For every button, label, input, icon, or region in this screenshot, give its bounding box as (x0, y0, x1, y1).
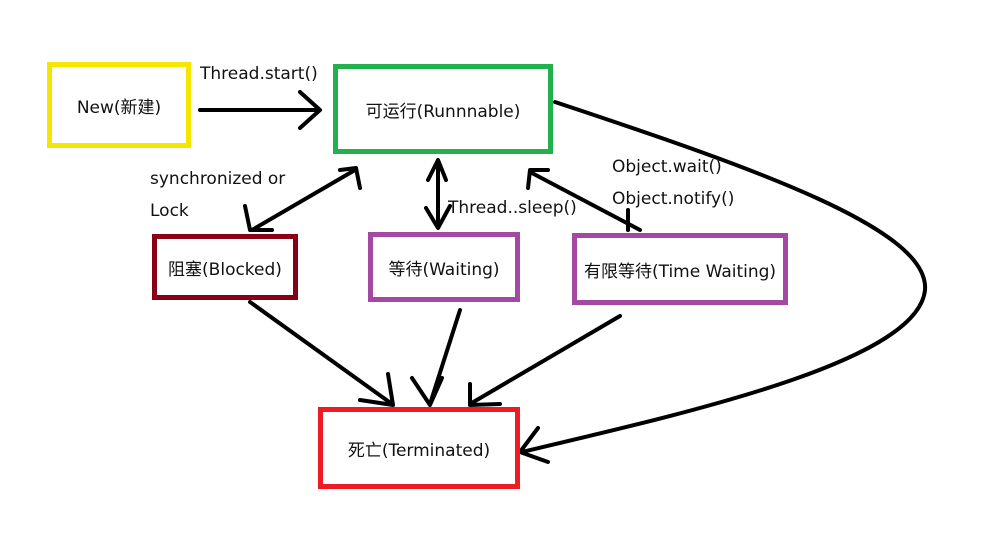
node-runnable-label: 可运行(Runnnable) (365, 101, 521, 122)
edge-label-object-notify: Object.notify() (612, 189, 735, 209)
arrow-runnable-to-terminated (518, 100, 928, 464)
node-runnable: 可运行(Runnnable) (333, 64, 553, 154)
edge-label-lock: Lock (150, 201, 189, 221)
arrow-runnable-waiting (424, 158, 452, 230)
node-timed-waiting: 有限等待(Time Waiting) (572, 233, 788, 305)
arrow-timed-waiting-to-terminated (468, 314, 622, 407)
node-waiting: 等待(Waiting) (368, 232, 520, 302)
node-blocked-label: 阻塞(Blocked) (168, 259, 282, 280)
arrow-blocked-to-terminated (248, 300, 395, 407)
arrow-runnable-timed-waiting (526, 168, 642, 232)
node-new-label: New(新建) (76, 97, 162, 118)
node-terminated: 死亡(Terminated) (318, 407, 520, 489)
edge-label-thread-sleep: Thread..sleep() (448, 198, 577, 218)
node-waiting-label: 等待(Waiting) (388, 259, 500, 280)
node-new: New(新建) (47, 62, 191, 148)
node-terminated-label: 死亡(Terminated) (347, 440, 491, 461)
arrow-new-to-runnable (198, 90, 322, 130)
edge-label-synchronized: synchronized or (150, 169, 286, 189)
edge-label-thread-start: Thread.start() (200, 64, 318, 84)
arrow-runnable-blocked (243, 166, 362, 232)
node-blocked: 阻塞(Blocked) (152, 234, 298, 300)
node-timed-waiting-label: 有限等待(Time Waiting) (583, 261, 777, 282)
arrow-waiting-to-terminated (410, 308, 462, 407)
edge-label-object-wait: Object.wait() (612, 157, 722, 177)
